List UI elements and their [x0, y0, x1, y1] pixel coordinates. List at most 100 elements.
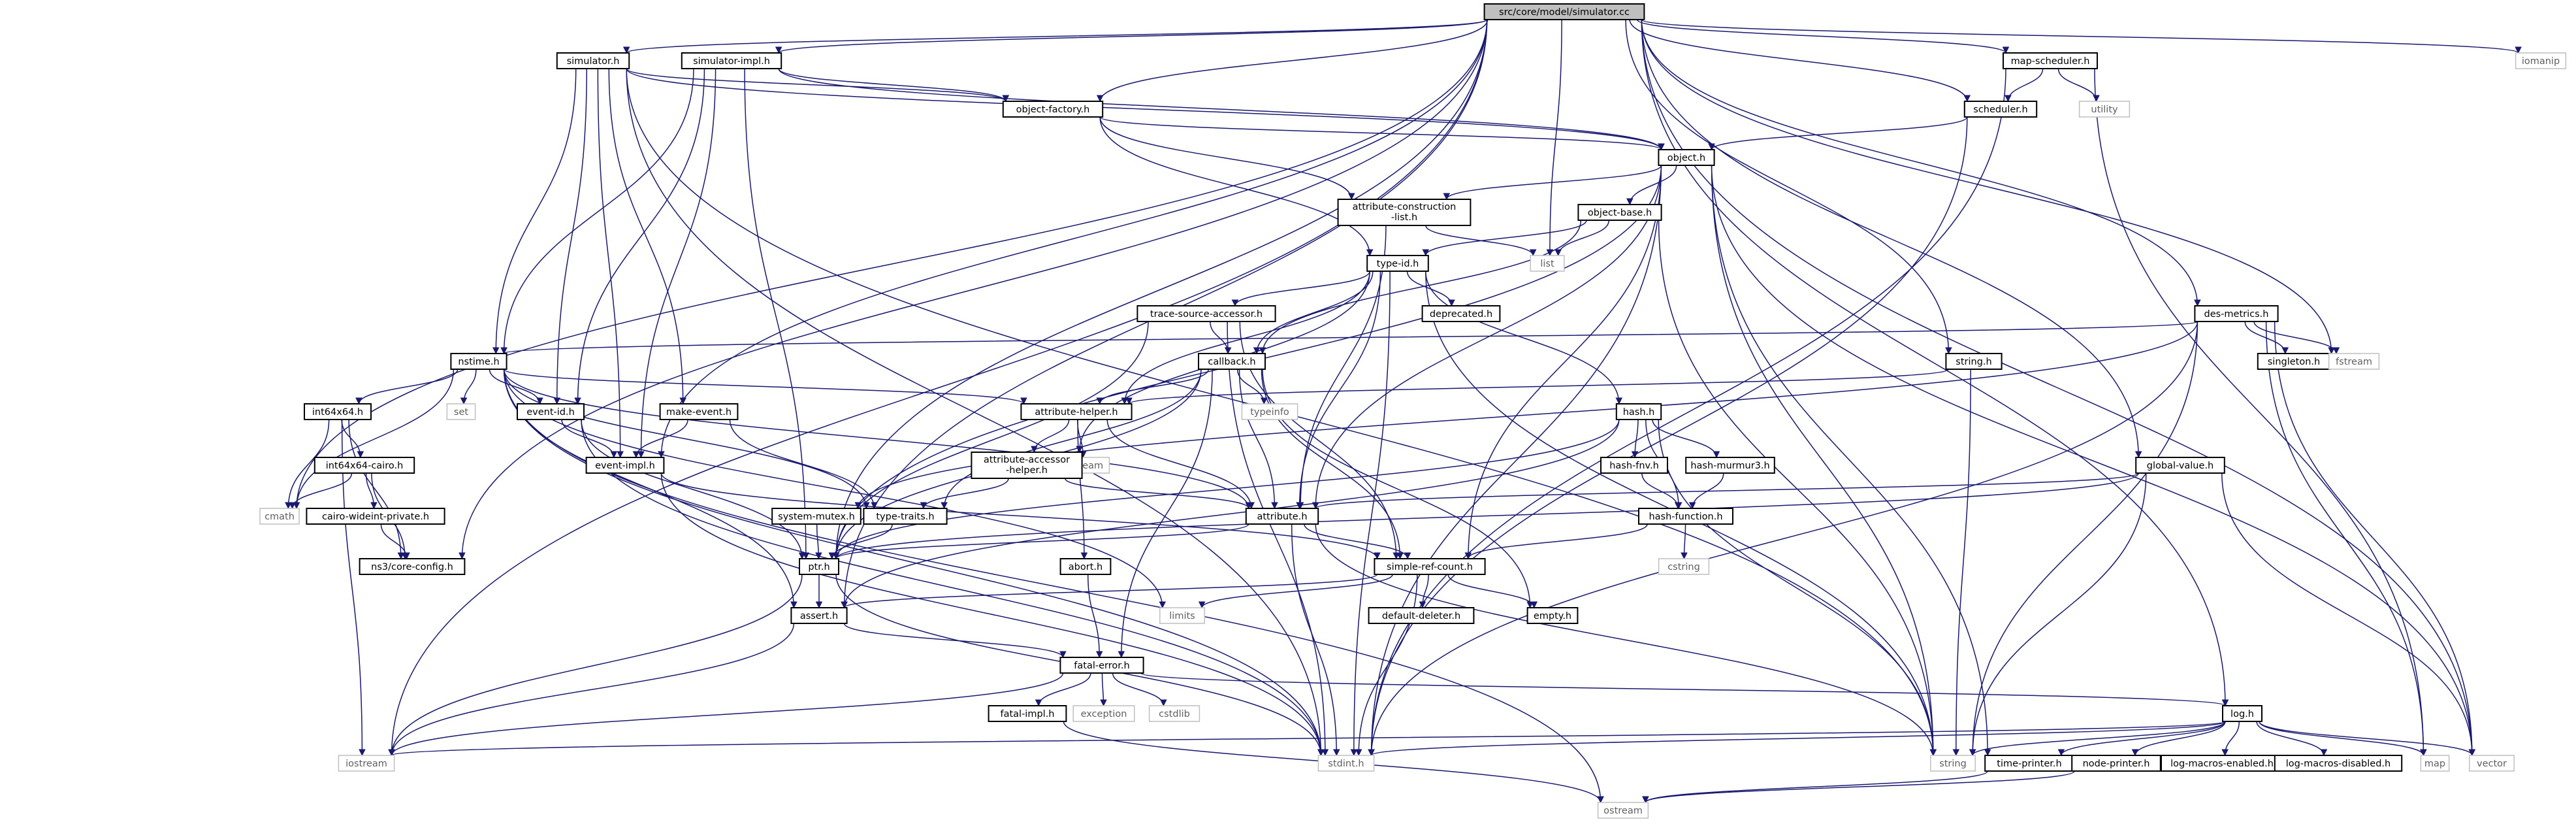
- node-label: callback.h: [1208, 357, 1255, 367]
- node-fstream[interactable]: fstream: [2328, 353, 2380, 370]
- node-label: hash-fnv.h: [1609, 461, 1659, 471]
- node-cairo-wideint-private-h[interactable]: cairo-wideint-private.h: [306, 508, 445, 525]
- node-simulator-impl-h[interactable]: simulator-impl.h: [681, 52, 782, 69]
- edge-global-value-h-to-vector: [2221, 472, 2476, 757]
- node-typeinfo[interactable]: typeinfo: [1241, 403, 1298, 420]
- node-label: cmath: [265, 512, 295, 522]
- node-log-macros-disabled-h[interactable]: log-macros-disabled.h: [2274, 755, 2403, 772]
- node-hash-function-h[interactable]: hash-function.h: [1638, 508, 1733, 525]
- edge-callback-h-to-typeinfo: [1236, 369, 1268, 405]
- node-log-macros-enabled-h[interactable]: log-macros-enabled.h: [2161, 755, 2283, 772]
- node-attribute-h[interactable]: attribute.h: [1245, 508, 1319, 525]
- node-time-printer-h[interactable]: time-printer.h: [1984, 755, 2074, 772]
- edge-simulator-cc-to-simulator-impl-h: [775, 19, 1488, 54]
- node-label: trace-source-accessor.h: [1150, 309, 1263, 320]
- node-label: object-base.h: [1588, 208, 1652, 218]
- edge-type-id-h-to-trace-source-accessor-h: [1231, 271, 1370, 307]
- node-fatal-impl-h[interactable]: fatal-impl.h: [988, 705, 1067, 722]
- node-hash-murmur3-h[interactable]: hash-murmur3.h: [1685, 457, 1775, 474]
- edge-log-h-to-string: [1969, 721, 2226, 757]
- node-log-h[interactable]: log.h: [2222, 705, 2262, 722]
- node-global-value-h[interactable]: global-value.h: [2135, 457, 2225, 474]
- node-set[interactable]: set: [446, 403, 476, 420]
- edge-assert-h-to-iostream: [388, 623, 795, 757]
- node-int64x64-h[interactable]: int64x64.h: [304, 403, 372, 420]
- edge-int64x64-h-to-ns3-core-config-h: [348, 419, 405, 560]
- edge-attribute-helper-h-to-sstream: [1077, 419, 1087, 459]
- edge-simulator-impl-h-to-event-id-h: [574, 68, 705, 405]
- node-simulator-cc[interactable]: src/core/model/simulator.cc: [1483, 3, 1645, 20]
- node-object-h[interactable]: object.h: [1658, 149, 1715, 166]
- node-list[interactable]: list: [1530, 255, 1565, 272]
- node-box: [556, 52, 630, 69]
- node-utility[interactable]: utility: [2078, 101, 2131, 118]
- edge-event-id-h-to-ptr-h: [581, 419, 806, 560]
- node-box: [1530, 255, 1565, 272]
- node-string[interactable]: string: [1930, 755, 1976, 772]
- node-box: [1658, 149, 1715, 166]
- node-type-id-h[interactable]: type-id.h: [1366, 255, 1429, 272]
- edge-object-h-to-stdint-h: [1368, 165, 1662, 757]
- node-exception[interactable]: exception: [1072, 705, 1135, 722]
- edge-attribute-helper-h-to-attribute-accessor-helper-h: [1031, 419, 1070, 453]
- edge-int64x64-h-to-cmath: [285, 419, 330, 510]
- node-empty-h[interactable]: empty.h: [1526, 607, 1579, 624]
- node-node-printer-h[interactable]: node-printer.h: [2071, 755, 2161, 772]
- node-attribute-construction-list-h[interactable]: attribute-construction-list.h: [1337, 199, 1472, 226]
- node-hash-h[interactable]: hash.h: [1615, 403, 1662, 420]
- node-abort-h[interactable]: abort.h: [1059, 558, 1112, 575]
- node-singleton-h[interactable]: singleton.h: [2257, 353, 2331, 370]
- node-object-factory-h[interactable]: object-factory.h: [1002, 101, 1104, 118]
- node-system-mutex-h[interactable]: system-mutex.h: [771, 508, 861, 525]
- node-trace-source-accessor-h[interactable]: trace-source-accessor.h: [1136, 305, 1276, 322]
- node-box: [585, 457, 665, 474]
- node-iomanip[interactable]: iomanip: [2515, 52, 2567, 69]
- edge-fatal-error-h-to-cstdlib: [1112, 672, 1167, 707]
- node-limits[interactable]: limits: [1159, 607, 1205, 624]
- node-event-id-h[interactable]: event-id.h: [517, 403, 585, 420]
- node-cmath[interactable]: cmath: [259, 508, 300, 525]
- node-callback-h[interactable]: callback.h: [1198, 353, 1266, 370]
- node-object-base-h[interactable]: object-base.h: [1577, 204, 1662, 221]
- node-attribute-accessor-helper-h[interactable]: attribute-accessor-helper.h: [971, 452, 1083, 479]
- node-nstime-h[interactable]: nstime.h: [450, 353, 507, 370]
- node-cstring[interactable]: cstring: [1658, 558, 1710, 575]
- edge-fatal-error-h-to-fatal-impl-h: [1035, 672, 1091, 707]
- node-scheduler-h[interactable]: scheduler.h: [1963, 101, 2038, 118]
- node-box: [446, 403, 476, 420]
- node-string-h[interactable]: string.h: [1945, 353, 2003, 370]
- node-box: [1945, 353, 2003, 370]
- node-event-impl-h[interactable]: event-impl.h: [585, 457, 665, 474]
- edge-assert-h-to-fatal-error-h: [843, 623, 1067, 659]
- node-map[interactable]: map: [2420, 755, 2450, 772]
- node-hash-fnv-h[interactable]: hash-fnv.h: [1600, 457, 1668, 474]
- node-label: deprecated.h: [1430, 309, 1492, 320]
- node-box: [338, 755, 395, 772]
- node-stdint-h[interactable]: stdint.h: [1317, 755, 1375, 772]
- node-deprecated-h[interactable]: deprecated.h: [1421, 305, 1501, 322]
- node-make-event-h[interactable]: make-event.h: [659, 403, 739, 420]
- node-attribute-helper-h[interactable]: attribute-helper.h: [1020, 403, 1133, 420]
- node-label: -list.h: [1391, 212, 1417, 223]
- node-ns3-core-config-h[interactable]: ns3/core-config.h: [359, 558, 466, 575]
- node-cstdlib[interactable]: cstdlib: [1148, 705, 1200, 722]
- node-default-deleter-h[interactable]: default-deleter.h: [1368, 607, 1475, 624]
- node-assert-h[interactable]: assert.h: [790, 607, 848, 624]
- node-box: [1159, 607, 1205, 624]
- node-des-metrics-h[interactable]: des-metrics.h: [2194, 305, 2279, 322]
- node-label: hash-murmur3.h: [1690, 461, 1769, 471]
- node-vector[interactable]: vector: [2469, 755, 2515, 772]
- node-label: -helper.h: [1006, 465, 1048, 476]
- node-type-traits-h[interactable]: type-traits.h: [863, 508, 948, 525]
- node-simulator-h[interactable]: simulator.h: [556, 52, 630, 69]
- node-int64x64-cairo-h[interactable]: int64x64-cairo.h: [314, 457, 415, 474]
- node-fatal-error-h[interactable]: fatal-error.h: [1059, 657, 1144, 674]
- node-label: default-deleter.h: [1382, 611, 1460, 621]
- node-iostream[interactable]: iostream: [338, 755, 395, 772]
- node-map-scheduler-h[interactable]: map-scheduler.h: [2003, 52, 2098, 69]
- node-ptr-h[interactable]: ptr.h: [799, 558, 839, 575]
- node-ostream[interactable]: ostream: [1597, 802, 1649, 819]
- node-simple-ref-count-h[interactable]: simple-ref-count.h: [1374, 558, 1486, 575]
- edge-des-metrics-h-to-map: [2265, 321, 2427, 757]
- node-box: [450, 353, 507, 370]
